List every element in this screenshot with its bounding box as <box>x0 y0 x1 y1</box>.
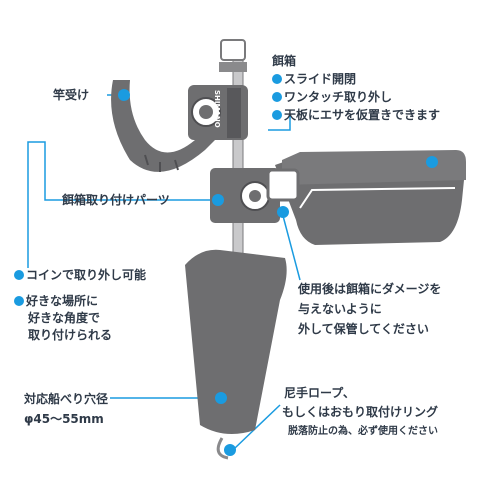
bullet-dot-icon <box>272 74 282 84</box>
label-after-use-1: 使用後は餌箱にダメージを <box>298 282 442 296</box>
ring-shape <box>216 437 229 460</box>
label-attach-1: 好きな場所に <box>14 294 98 308</box>
bait-box-shape <box>275 150 466 245</box>
leader-lines <box>27 94 301 449</box>
brand-mark: SHIMANO <box>213 90 221 128</box>
bullet-dot-icon <box>14 296 24 306</box>
hook-ridges <box>144 154 179 172</box>
label-attach-2: 好きな角度で <box>28 311 101 325</box>
top-knob-shape <box>220 39 246 61</box>
leader-after-use <box>281 211 301 281</box>
bait-box-feature-3: 天板にエサを仮置きできます <box>272 108 440 122</box>
callout-dot-icon <box>118 89 438 456</box>
collar-shape <box>219 62 247 72</box>
bullet-dot-icon <box>272 110 282 120</box>
label-after-use-2: 与えないように <box>298 302 382 316</box>
label-bait-box: 餌箱 <box>272 54 297 68</box>
label-rope-note: 脱落防止の為、必ず使用ください <box>288 426 438 437</box>
cone-shape <box>185 249 287 434</box>
bullet-dot-icon <box>14 270 24 280</box>
leader-bait-box <box>268 115 291 131</box>
bullet-dot-icon <box>272 92 282 102</box>
bait-box-feature-2: ワンタッチ取り外し <box>272 90 392 104</box>
bait-box-feature-1: スライド開閉 <box>272 72 356 86</box>
label-rope-1: 尼手ロープ、 <box>284 386 355 400</box>
rod-rest-hook-shape <box>111 80 215 172</box>
label-rod-rest: 竿受け <box>53 88 90 102</box>
label-mount-parts: 餌箱取り付けパーツ <box>62 193 170 207</box>
leader-rope <box>234 404 281 449</box>
label-hole-2: φ45〜55mm <box>24 412 104 426</box>
label-coin-removal: コインで取り外し可能 <box>14 268 146 282</box>
label-after-use-3: 外して保管してください <box>298 322 429 336</box>
leader-mount <box>27 141 220 268</box>
label-rope-2: もしくはおもり取付けリング <box>282 405 439 419</box>
label-hole-1: 対応船べり穴径 <box>24 392 109 406</box>
label-attach-3: 取り付けられる <box>28 328 113 342</box>
